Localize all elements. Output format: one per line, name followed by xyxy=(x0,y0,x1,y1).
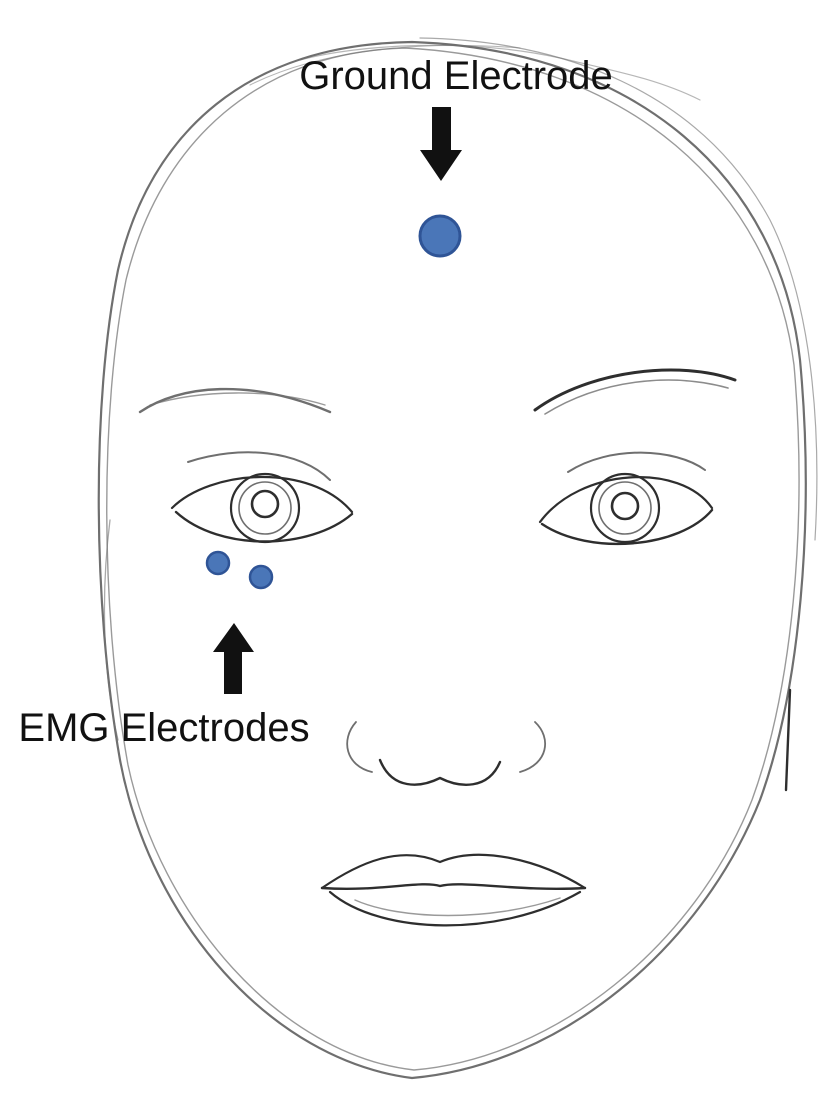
ground-electrode xyxy=(420,216,460,256)
arrow-down-icon xyxy=(420,107,462,181)
left-eye xyxy=(172,452,352,542)
right-eyebrow xyxy=(535,370,735,414)
emg-electrode-2 xyxy=(250,566,272,588)
ground-electrode-label: Ground Electrode xyxy=(299,54,613,98)
emg-electrode-1 xyxy=(207,552,229,574)
right-eye xyxy=(540,453,712,544)
mouth xyxy=(322,855,585,926)
left-eyebrow xyxy=(140,389,330,412)
emg-electrodes-label: EMG Electrodes xyxy=(18,706,309,750)
face-outline xyxy=(99,38,817,1078)
arrow-up-icon xyxy=(213,623,254,694)
nose xyxy=(347,722,545,785)
